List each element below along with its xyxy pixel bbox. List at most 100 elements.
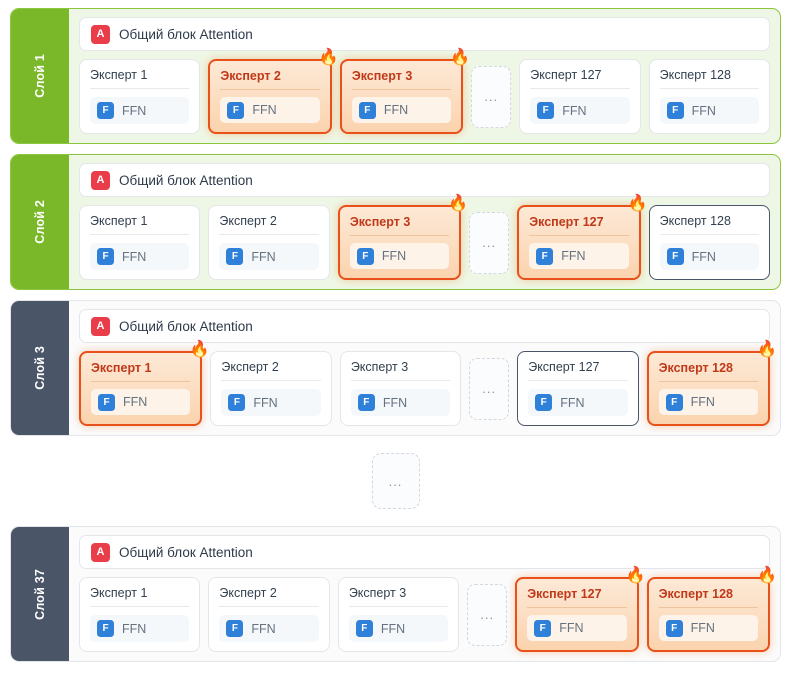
layer-label: Слой 3	[33, 346, 47, 390]
ffn-label: FFN	[383, 103, 409, 117]
ffn-label: FFN	[122, 621, 147, 636]
layer-label-tab: Слой 37	[11, 527, 69, 661]
attention-badge-icon: A	[91, 24, 110, 44]
ffn-label: FFN	[559, 621, 584, 635]
expert-title: Эксперт 2	[220, 69, 320, 90]
ffn-label: FFN	[381, 249, 407, 263]
expert-title: Эксперт 2	[219, 214, 319, 235]
flame-icon: 🔥	[625, 567, 646, 584]
attention-label: Общий блок Attention	[119, 172, 253, 188]
expert-card[interactable]: Эксперт 1 F FFN	[79, 577, 201, 652]
ffn-badge-icon: F	[534, 619, 552, 637]
ffn-label: FFN	[380, 621, 406, 636]
layer-label: Слой 2	[33, 200, 47, 244]
ffn-badge-icon: F	[228, 394, 246, 411]
ffn-block: F FFN	[351, 97, 452, 123]
expert-title: Эксперт 128	[658, 587, 759, 608]
ffn-label: FFN	[122, 103, 147, 118]
ffn-badge-icon: F	[226, 620, 244, 637]
expert-title: Эксперт 127	[530, 68, 630, 89]
expert-title: Эксперт 3	[350, 360, 451, 381]
ffn-label: FFN	[690, 395, 715, 409]
expert-title: Эксперт 1	[90, 68, 190, 89]
layer-label: Слой 1	[33, 54, 47, 98]
flame-icon: 🔥	[627, 195, 648, 212]
ffn-badge-icon: F	[98, 393, 115, 411]
attention-block[interactable]: A Общий блок Attention	[79, 17, 770, 51]
layers-gap-ellipsis-row: ...	[10, 446, 781, 516]
ffn-block: F FFN	[90, 615, 190, 642]
ffn-badge-icon: F	[227, 101, 245, 119]
expert-title: Эксперт 2	[219, 586, 319, 607]
ffn-block: F FFN	[659, 243, 760, 270]
ffn-badge-icon: F	[536, 247, 554, 265]
expert-title: Эксперт 127	[527, 587, 627, 608]
ffn-block: F FFN	[349, 243, 450, 269]
expert-title: Эксперт 1	[91, 361, 191, 382]
ffn-badge-icon: F	[97, 248, 114, 265]
expert-title: Эксперт 1	[90, 586, 190, 607]
attention-label: Общий блок Attention	[119, 318, 253, 334]
flame-icon: 🔥	[757, 341, 778, 358]
flame-icon: 🔥	[450, 49, 471, 66]
ffn-badge-icon: F	[537, 102, 555, 119]
layer-label-tab: Слой 2	[11, 155, 69, 289]
attention-label: Общий блок Attention	[119, 26, 253, 42]
ffn-badge-icon: F	[535, 394, 553, 411]
expert-title: Эксперт 3	[348, 586, 449, 607]
ffn-label: FFN	[691, 249, 716, 264]
ffn-badge-icon: F	[97, 620, 114, 637]
ffn-badge-icon: F	[356, 247, 374, 265]
ffn-badge-icon: F	[666, 248, 684, 265]
ffn-badge-icon: F	[358, 101, 376, 119]
expert-row-ellipsis: ...	[469, 211, 510, 274]
expert-title: Эксперт 1	[90, 214, 190, 235]
flame-icon: 🔥	[448, 195, 469, 212]
